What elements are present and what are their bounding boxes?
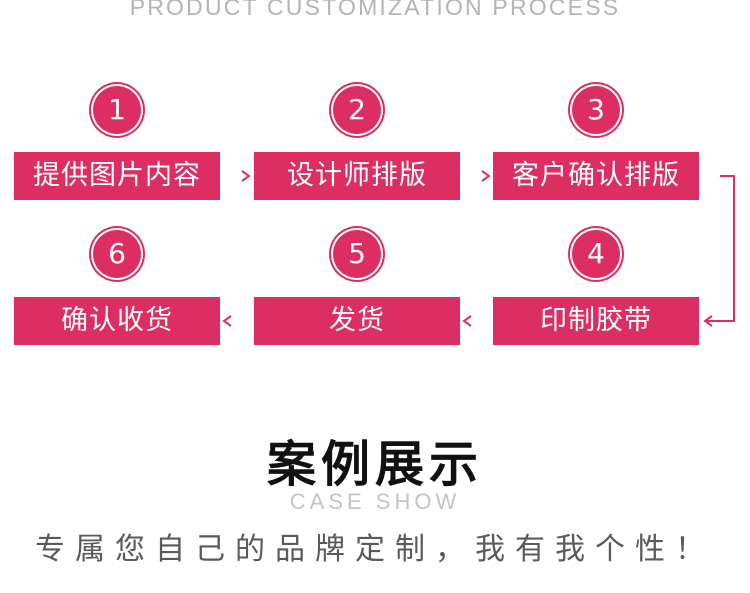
step-4-number-circle: 4 <box>572 230 620 278</box>
case-show-title: 案例展示 <box>266 436 483 493</box>
step-6-number-circle: 6 <box>93 230 141 278</box>
arrow-step4-to-step5-icon <box>462 315 488 327</box>
step-5-box: 发货 <box>254 297 460 345</box>
arrow-step5-to-step6-icon <box>222 315 248 327</box>
arrow-step2-to-step3-icon <box>465 170 491 182</box>
step-5-number-circle: 5 <box>333 230 381 278</box>
step-3-box: 客户确认排版 <box>493 152 699 200</box>
step-6-box: 确认收货 <box>14 297 220 345</box>
process-subtitle: PRODUCT CUSTOMIZATION PROCESS <box>129 0 621 20</box>
step-2-box: 设计师排版 <box>254 152 460 200</box>
case-show-subtitle: CASE SHOW <box>289 489 461 514</box>
arrow-step1-to-step2-icon <box>225 170 251 182</box>
brand-slogan: 专属您自己的品牌定制，我有我个性！ <box>35 532 715 567</box>
step-1-box: 提供图片内容 <box>14 152 220 200</box>
step-2-number-circle: 2 <box>333 86 381 134</box>
step-3-number-circle: 3 <box>572 86 620 134</box>
step-4-box: 印制胶带 <box>493 297 699 345</box>
step-1-number-circle: 1 <box>93 86 141 134</box>
arrow-step3-to-step4-icon <box>703 175 735 327</box>
